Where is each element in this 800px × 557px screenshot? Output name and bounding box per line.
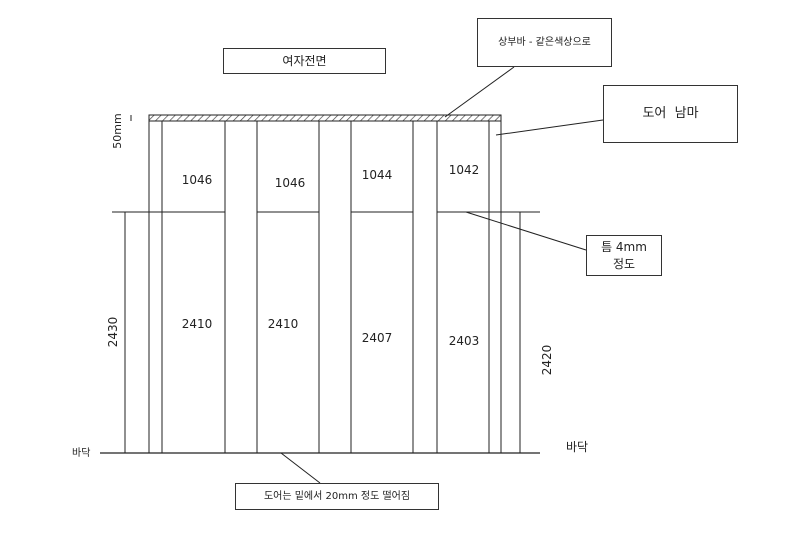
dim-2420-label: 2420 bbox=[540, 345, 554, 376]
lower-panel-1-size: 2410 bbox=[182, 317, 213, 331]
floor-label-right: 바닥 bbox=[566, 440, 588, 454]
callout-door-transom: 도어 남마 bbox=[603, 85, 738, 143]
top-bar bbox=[148, 114, 502, 122]
leader-bottom-note bbox=[280, 452, 321, 484]
leader-gap bbox=[465, 211, 587, 251]
upper-panel-1-size: 1046 bbox=[182, 173, 213, 187]
callout-top-bar-text: 상부바 - 같은색상으로 bbox=[498, 36, 591, 48]
mullion-1 bbox=[224, 120, 258, 454]
callout-gap-line2: 정도 bbox=[612, 256, 636, 271]
callout-top-bar: 상부바 - 같은색상으로 bbox=[477, 18, 612, 67]
mullions bbox=[224, 120, 438, 454]
callout-door-transom-text: 도어 남마 bbox=[642, 106, 699, 122]
drawing-title: 여자전면 bbox=[282, 53, 327, 68]
floor-label-left: 바닥 bbox=[72, 447, 90, 459]
callout-bottom-note: 도어는 밑에서 20mm 정도 떨어짐 bbox=[235, 483, 439, 510]
mullion-2 bbox=[318, 120, 352, 454]
upper-panel-4-size: 1042 bbox=[449, 163, 480, 177]
leader-door-transom bbox=[495, 119, 604, 136]
callout-gap: 틈 4mm 정도 bbox=[586, 235, 662, 276]
lower-panel-2-size: 2410 bbox=[268, 317, 299, 331]
mullion-3 bbox=[412, 120, 438, 454]
dim-2430-label: 2430 bbox=[106, 317, 120, 348]
drawing-title-box: 여자전면 bbox=[223, 48, 386, 74]
leader-top-bar bbox=[444, 66, 515, 118]
upper-panel-3-size: 1044 bbox=[362, 168, 393, 182]
upper-panel-2-size: 1046 bbox=[275, 176, 306, 190]
callout-bottom-note-text: 도어는 밑에서 20mm 정도 떨어짐 bbox=[263, 490, 411, 502]
dim-50mm-label: 50mm bbox=[111, 113, 124, 148]
leader-lines bbox=[280, 66, 604, 484]
lower-panel-3-size: 2407 bbox=[362, 331, 393, 345]
callout-gap-line1: 틈 4mm bbox=[601, 240, 647, 255]
lower-panel-4-size: 2403 bbox=[449, 334, 480, 348]
